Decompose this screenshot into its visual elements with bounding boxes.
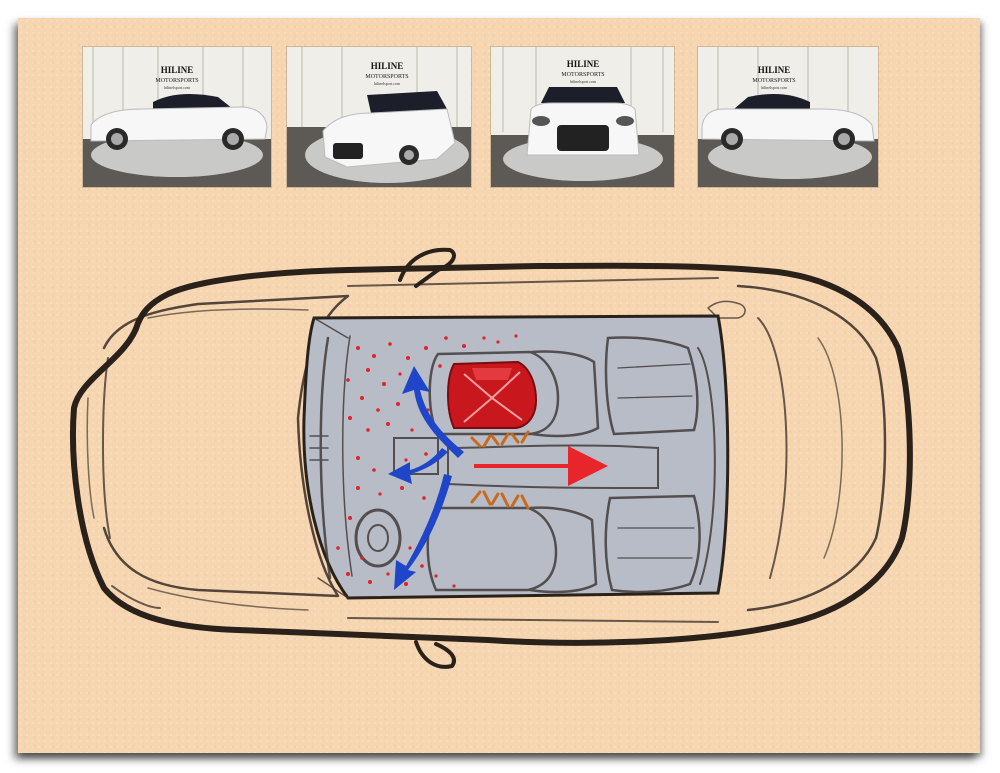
sign-line1: HILINE [567,59,600,69]
car-topdown-sketch [70,247,913,669]
sign-line3: hilinelsport.com [570,79,597,84]
sign-line1: HILINE [161,65,194,75]
highlighted-seat[interactable] [447,360,538,429]
sign-line2: MOTORSPORTS [752,78,795,84]
car-photo-front-three-quarter[interactable]: HILINE MOTORSPORTS hilinelsport.com [286,46,472,188]
sign-line3: hilinelsport.com [761,85,788,90]
sign-line1: HILINE [371,61,404,71]
car-photo-side-right[interactable]: HILINE MOTORSPORTS hilinelsport.com [697,46,879,188]
blue-curved-arrow-icon [388,366,464,590]
sign-line1: HILINE [758,65,791,75]
sign-line3: hilinelsport.com [164,85,191,90]
car-body-outline [70,247,913,669]
interior-details [309,317,716,599]
orange-chevron-icon [470,430,530,510]
car-photo-side-left[interactable]: HILINE MOTORSPORTS hilinelsport.com [82,46,272,188]
board: HILINE MOTORSPORTS hilinelsport.com HILI… [18,18,980,753]
car-photo-front[interactable]: HILINE MOTORSPORTS hilinelsport.com [490,46,675,188]
sign-line2: MOTORSPORTS [155,78,198,84]
sign-line3: hilinelsport.com [374,81,401,86]
sign-line2: MOTORSPORTS [561,72,604,78]
cabin-area [302,314,730,600]
sign-line2: MOTORSPORTS [365,74,408,80]
